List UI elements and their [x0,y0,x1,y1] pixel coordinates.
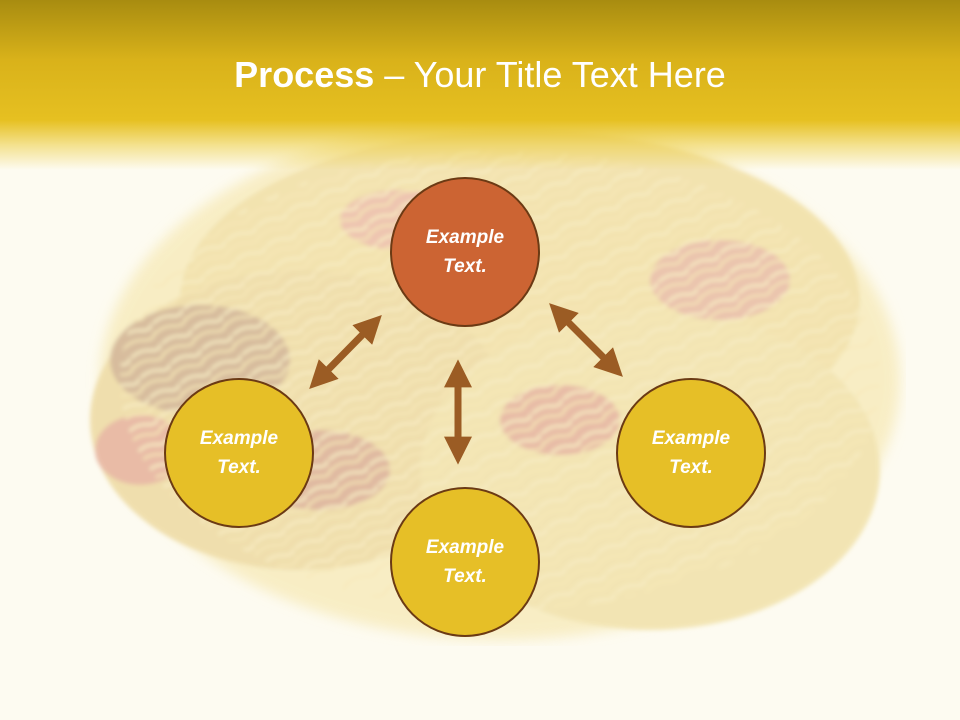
process-node-left[interactable]: Example Text. [164,378,314,528]
node-label: Example Text. [651,428,731,478]
process-node-right[interactable]: Example Text. [616,378,766,528]
process-node-top[interactable]: Example Text. [390,177,540,327]
arrow-top-left [309,315,382,389]
node-label: Example Text. [425,227,505,277]
arrow-top-right [549,303,623,377]
slide-title: Process – Your Title Text Here [0,52,960,98]
process-node-bottom[interactable]: Example Text. [390,487,540,637]
title-rest: – Your Title Text Here [374,54,726,95]
title-banner [0,0,960,170]
title-bold: Process [234,54,375,95]
node-label: Example Text. [425,537,505,587]
node-label: Example Text. [199,428,279,478]
